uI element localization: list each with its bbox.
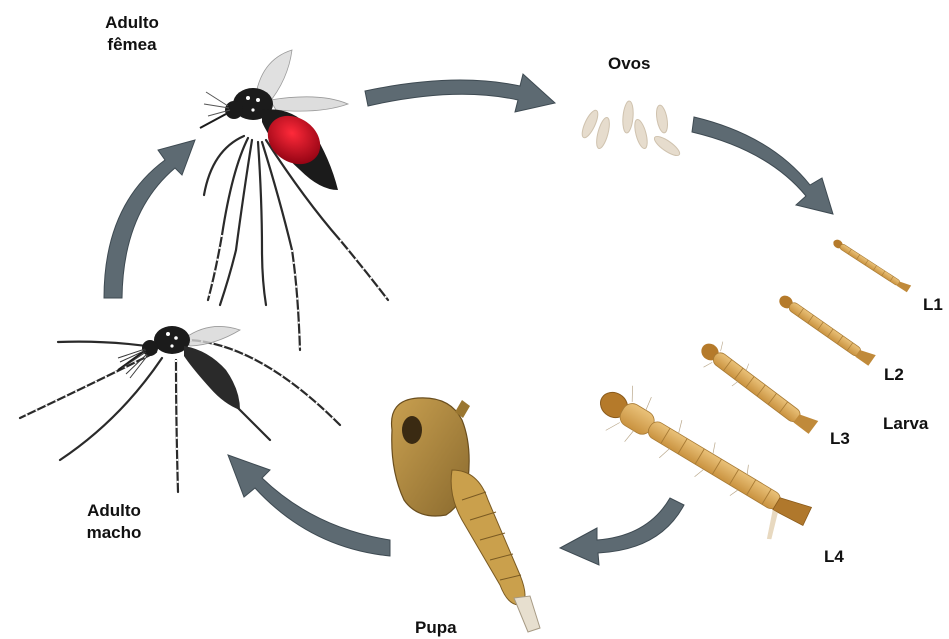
label-larva: Larva bbox=[883, 413, 928, 435]
label-adult-male-line1: Adulto bbox=[74, 500, 154, 522]
adult-male-mosquito-illustration bbox=[20, 326, 340, 492]
adult-female-mosquito-illustration bbox=[200, 50, 388, 350]
label-adult-male: Adulto macho bbox=[74, 500, 154, 544]
male-legs bbox=[20, 340, 340, 492]
female-wing bbox=[270, 97, 348, 111]
label-pupa: Pupa bbox=[415, 617, 457, 639]
egg bbox=[655, 104, 670, 133]
larva-body bbox=[839, 243, 901, 286]
arrow-female-to-eggs bbox=[365, 74, 555, 112]
label-adult-female-line2: fêmea bbox=[92, 34, 172, 56]
larva-l2-illustration bbox=[777, 291, 876, 366]
larva-l3-illustration bbox=[693, 334, 822, 442]
female-head bbox=[225, 101, 243, 119]
egg bbox=[622, 101, 635, 134]
pupa-eye bbox=[402, 416, 422, 444]
label-l3: L3 bbox=[830, 428, 850, 450]
label-l4: L4 bbox=[824, 546, 844, 568]
arrow-eggs-to-larvae bbox=[692, 117, 833, 214]
male-abdomen bbox=[184, 346, 240, 410]
eggs-illustration bbox=[579, 101, 682, 159]
female-proboscis bbox=[200, 114, 226, 128]
label-adult-female: Adulto fêmea bbox=[92, 12, 172, 56]
larva-l1-illustration bbox=[832, 237, 912, 293]
label-l2: L2 bbox=[884, 364, 904, 386]
label-l1: L1 bbox=[923, 294, 943, 316]
egg bbox=[632, 118, 649, 150]
arrow-pupa-to-male bbox=[228, 455, 390, 556]
egg bbox=[652, 133, 682, 158]
label-eggs: Ovos bbox=[608, 53, 651, 75]
label-adult-male-line2: macho bbox=[74, 522, 154, 544]
larva-anal-papillae bbox=[758, 510, 784, 541]
arrow-larvae-to-pupa bbox=[560, 498, 684, 565]
larva-body bbox=[711, 350, 803, 424]
pupa-illustration bbox=[392, 398, 540, 632]
female-legs bbox=[204, 136, 388, 350]
pupa-paddles bbox=[514, 596, 540, 632]
arrow-male-to-female bbox=[104, 140, 195, 298]
larva-body bbox=[645, 419, 783, 512]
label-adult-female-line1: Adulto bbox=[92, 12, 172, 34]
larva-body bbox=[787, 301, 862, 358]
